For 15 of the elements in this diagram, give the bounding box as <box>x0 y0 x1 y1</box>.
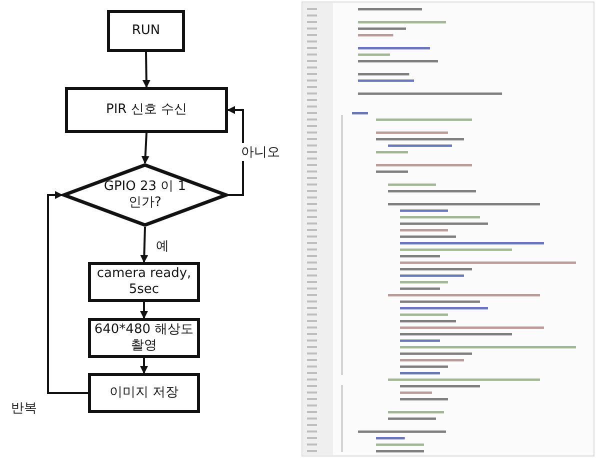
arrow <box>140 358 148 374</box>
arrow <box>47 191 88 394</box>
edge-label: 아니오 <box>240 142 281 160</box>
arrow <box>141 132 150 164</box>
process-box: 640*480 해상도 촬영 <box>88 318 200 358</box>
decision-text: GPIO 23 이 1인가? <box>102 179 188 211</box>
start-box: RUN <box>107 10 185 52</box>
process-box: PIR 신호 수신 <box>65 87 228 133</box>
arrow <box>140 302 148 319</box>
edge-label: 반복 <box>10 399 38 417</box>
arrow <box>142 52 150 88</box>
process-box: camera ready, 5sec <box>88 262 200 302</box>
decision-diamond <box>62 163 228 227</box>
arrow <box>140 226 148 263</box>
process-box: 이미지 저장 <box>88 373 200 413</box>
